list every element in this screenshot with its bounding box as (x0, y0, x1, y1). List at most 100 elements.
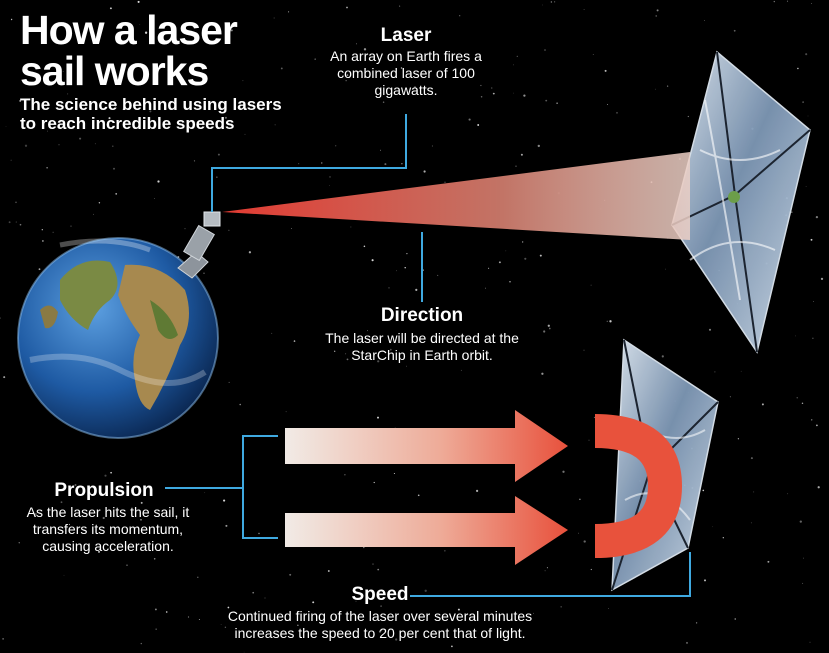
star (115, 106, 116, 108)
star (321, 162, 323, 164)
star (401, 163, 403, 165)
star (0, 317, 1, 319)
star (271, 332, 273, 334)
star (371, 259, 374, 262)
star (703, 579, 707, 582)
star (384, 163, 387, 166)
star (537, 144, 540, 148)
star (94, 143, 96, 145)
star (799, 520, 802, 523)
star (406, 252, 408, 255)
star (377, 416, 379, 419)
star (198, 618, 200, 621)
star (377, 360, 380, 363)
star (488, 267, 490, 269)
laser-beam (222, 152, 690, 240)
star (786, 0, 789, 2)
star (227, 606, 230, 609)
star (460, 369, 462, 371)
star (513, 92, 514, 94)
star (524, 257, 527, 260)
star (19, 99, 22, 102)
star (444, 550, 446, 552)
star (356, 43, 357, 45)
star (802, 582, 804, 584)
star (154, 198, 155, 199)
star (41, 229, 43, 231)
star (355, 600, 357, 602)
star (795, 335, 796, 337)
star (248, 251, 252, 254)
star (224, 626, 227, 628)
star (345, 80, 347, 82)
star (687, 115, 689, 118)
star (373, 481, 375, 484)
star (802, 101, 804, 103)
star (588, 439, 590, 441)
star (112, 145, 114, 147)
star (239, 403, 241, 406)
star (665, 268, 666, 270)
star (810, 419, 813, 421)
star (377, 568, 380, 571)
propulsion-description: As the laser hits the sail, it transfers… (26, 504, 190, 554)
star (47, 130, 48, 132)
star (42, 240, 44, 242)
star (413, 86, 417, 89)
star (533, 612, 534, 614)
star (228, 229, 230, 231)
star (297, 624, 299, 626)
star (492, 92, 495, 95)
star (750, 522, 752, 524)
star (68, 523, 71, 526)
star (225, 524, 228, 527)
star (74, 484, 77, 486)
star (740, 370, 742, 372)
star (155, 628, 157, 630)
starchip-icon (728, 191, 740, 203)
star (288, 11, 290, 13)
star (515, 165, 517, 167)
star (63, 574, 65, 576)
star (393, 472, 395, 475)
star (607, 608, 609, 609)
star (604, 69, 607, 72)
star (767, 560, 770, 563)
star (274, 124, 276, 126)
star (289, 573, 292, 576)
star (796, 397, 798, 399)
star (137, 0, 140, 3)
star (382, 101, 385, 103)
star (98, 202, 101, 204)
star (46, 166, 48, 169)
star (58, 105, 59, 106)
star (404, 266, 406, 269)
star (583, 9, 585, 10)
star (140, 642, 142, 645)
star (590, 568, 592, 571)
star (480, 84, 482, 87)
star (811, 3, 812, 4)
star (545, 99, 548, 102)
star (223, 499, 226, 502)
star (15, 201, 17, 204)
star (19, 223, 22, 226)
star (791, 211, 793, 213)
star (753, 491, 755, 493)
star (590, 284, 592, 286)
star (606, 320, 608, 322)
star (273, 17, 275, 19)
star (312, 601, 315, 604)
star (217, 153, 220, 156)
star (546, 567, 548, 569)
star (400, 67, 403, 69)
star (477, 124, 480, 126)
star (485, 287, 486, 289)
star (264, 597, 266, 599)
star (367, 330, 368, 332)
star (437, 274, 439, 276)
star (363, 245, 366, 248)
star (335, 145, 337, 147)
star (102, 516, 105, 520)
star (193, 160, 196, 162)
